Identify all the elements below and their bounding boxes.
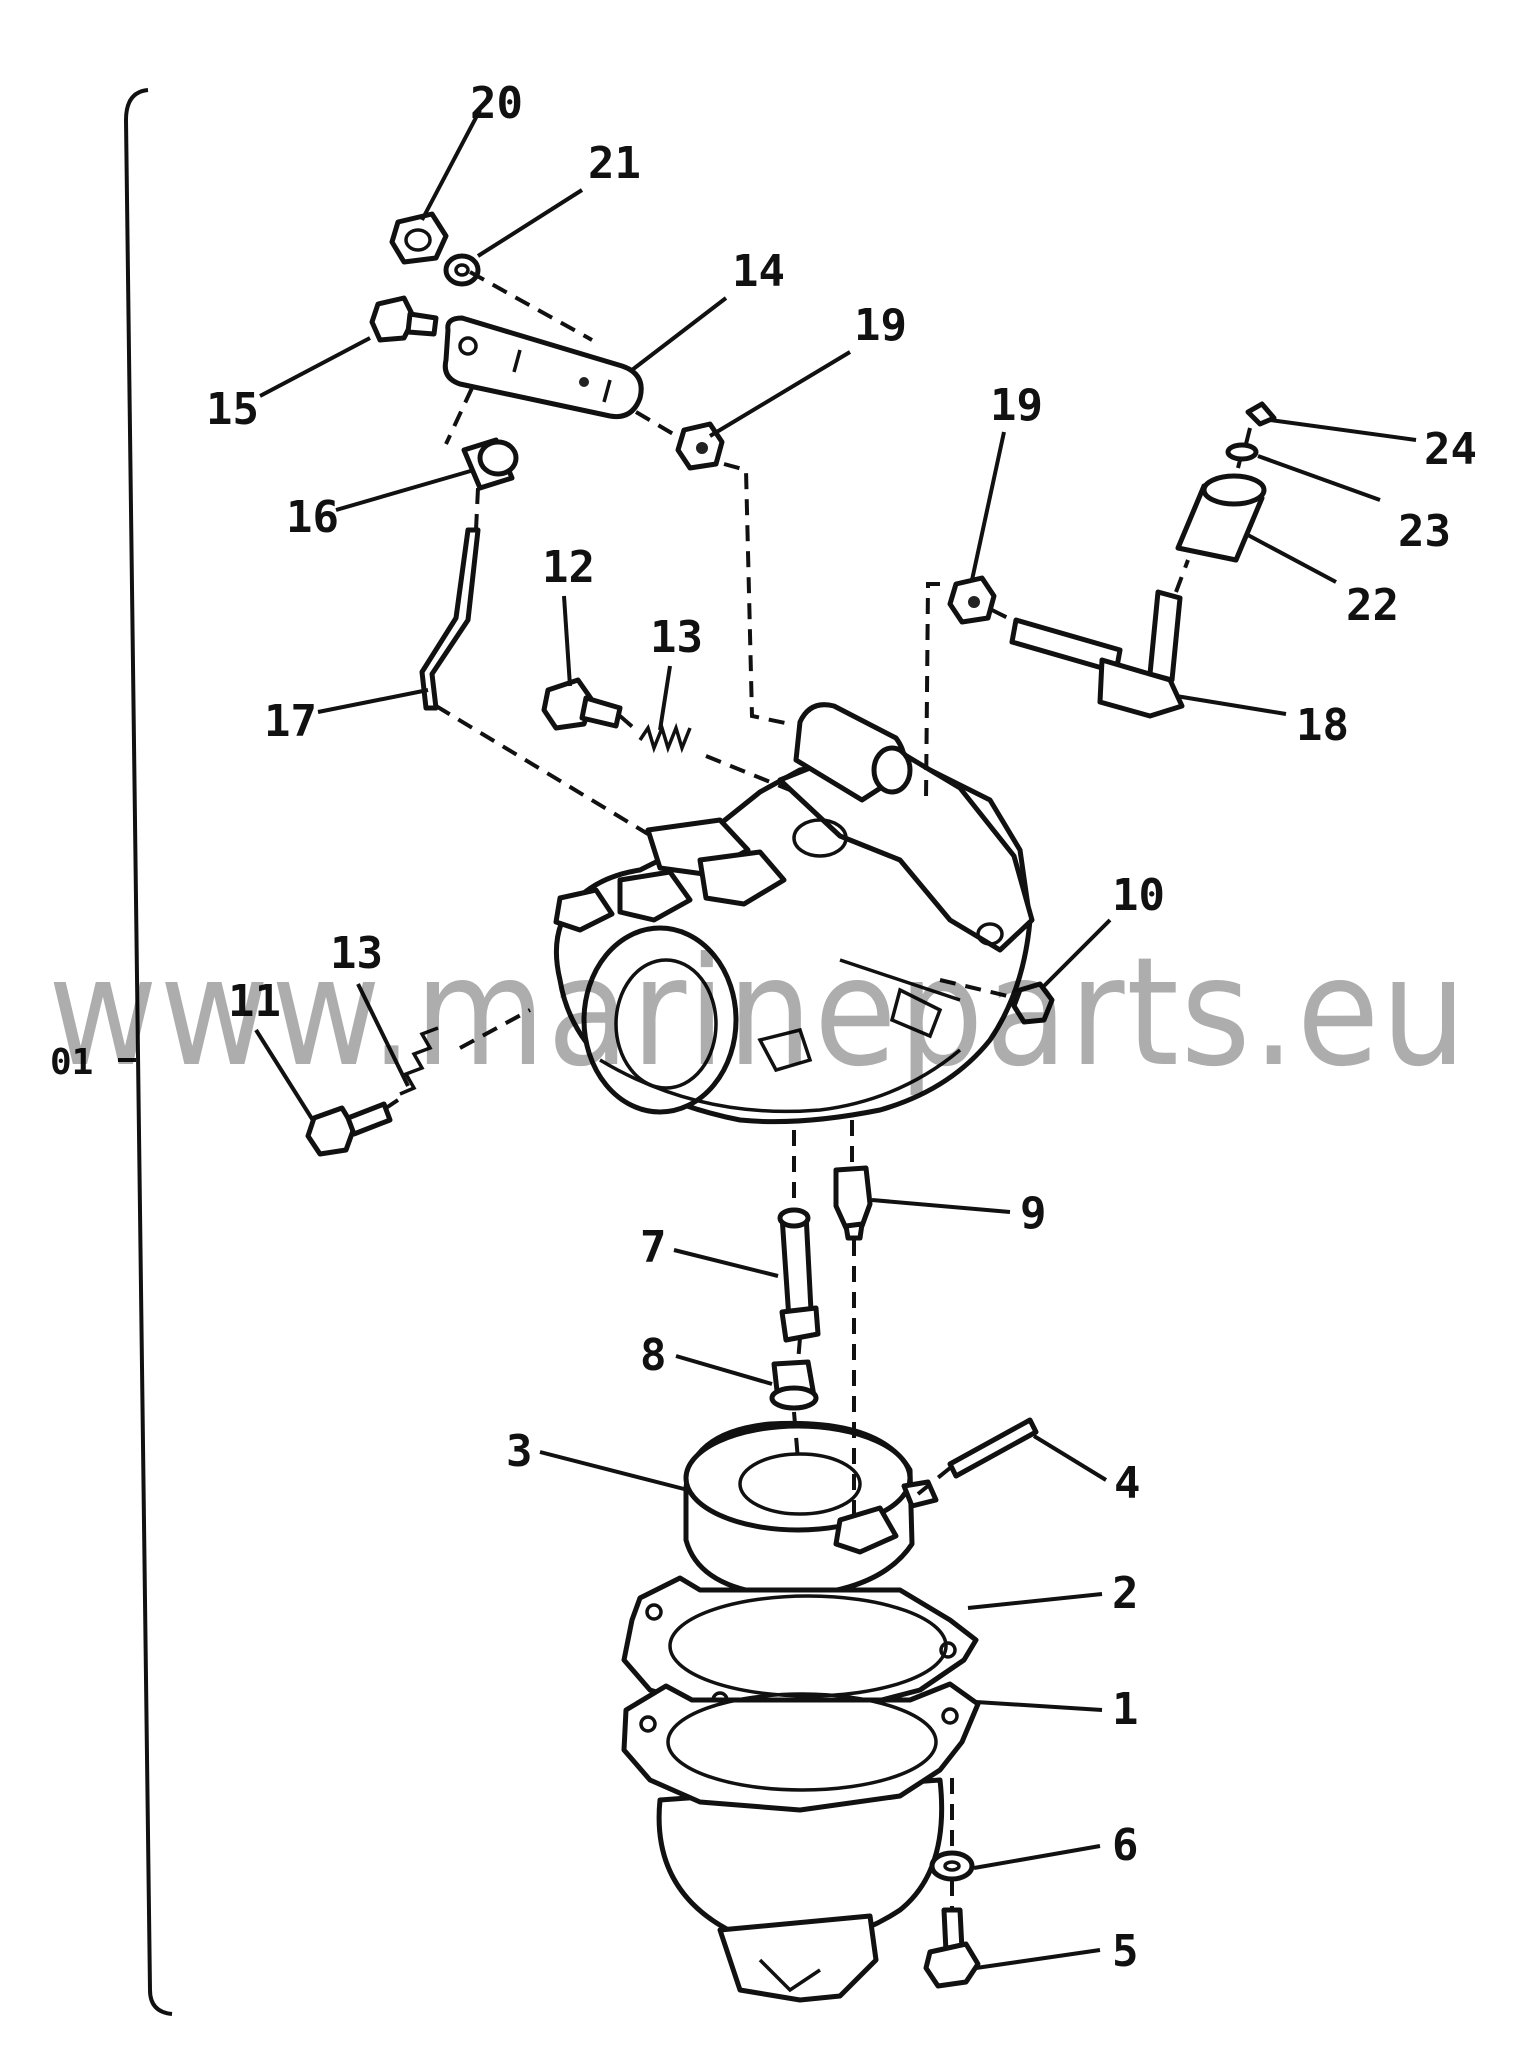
- callout-1: 1: [1112, 1684, 1139, 1735]
- part-5-screw: [923, 1907, 981, 1989]
- part-1-float-chamber: [621, 1681, 981, 2003]
- callout-13b: 13: [330, 928, 383, 979]
- callout-3: 3: [506, 1426, 533, 1477]
- callout-15: 15: [206, 384, 259, 435]
- callout-12: 12: [542, 542, 595, 593]
- part-23-washer: [1225, 442, 1259, 462]
- part-17-rod: [419, 527, 481, 711]
- part-19-clip-b: [947, 575, 997, 625]
- callout-20: 20: [470, 78, 523, 129]
- leader-lines: [254, 109, 1417, 1970]
- callout-10: 10: [1112, 870, 1165, 921]
- part-6-washer: [929, 1850, 975, 1882]
- callout-5: 5: [1112, 1926, 1139, 1977]
- callout-7: 7: [640, 1222, 667, 1273]
- callout-2: 2: [1112, 1568, 1139, 1619]
- watermark: www.marineparts.eu: [48, 926, 1468, 1100]
- part-16-bushing: [461, 437, 519, 491]
- callout-19a: 19: [854, 300, 907, 351]
- part-4-pin: [947, 1417, 1039, 1479]
- part-24-clip: [1245, 401, 1277, 427]
- callout-22: 22: [1346, 580, 1399, 631]
- part-12-screw: [541, 677, 623, 731]
- callout-6: 6: [1112, 1820, 1139, 1871]
- callout-9: 9: [1020, 1188, 1047, 1239]
- part-13-spring-a: [638, 722, 692, 754]
- assembly-bracket: [123, 88, 173, 2016]
- part-22-sleeve: [1175, 473, 1267, 563]
- part-14-link: [442, 315, 644, 420]
- assembly-label: 01: [50, 1042, 93, 1083]
- callout-11: 11: [228, 976, 281, 1027]
- callout-24: 24: [1424, 424, 1477, 475]
- assembly-lines: [384, 270, 1252, 1908]
- part-18-lever: [1009, 589, 1185, 719]
- callout-16: 16: [286, 492, 339, 543]
- callout-8: 8: [640, 1330, 667, 1381]
- callout-18: 18: [1296, 700, 1349, 751]
- callout-13a: 13: [650, 612, 703, 663]
- part-10-screw: [1011, 981, 1055, 1025]
- part-13-spring-b: [399, 1026, 439, 1096]
- part-carburetor-body: [553, 702, 1035, 1125]
- part-15-bolt: [369, 295, 439, 343]
- part-9-needle-valve: [833, 1165, 873, 1241]
- part-21-washer: [443, 253, 481, 287]
- part-7-nozzle: [777, 1207, 821, 1343]
- callout-17: 17: [264, 696, 317, 747]
- callout-19b: 19: [990, 380, 1043, 431]
- part-3-float: [683, 1420, 939, 1599]
- callout-numbers: 20 21 14 15 19 19 24 23 16 22 12 13 17 1…: [206, 78, 1477, 1977]
- part-2-gasket: [621, 1575, 979, 1719]
- part-20-nut: [389, 211, 449, 265]
- callout-23: 23: [1398, 506, 1451, 557]
- part-8-main-jet: [769, 1359, 819, 1411]
- part-11-screw: [305, 1101, 393, 1157]
- callout-21: 21: [588, 138, 641, 189]
- callout-14: 14: [732, 246, 785, 297]
- callout-4: 4: [1114, 1458, 1141, 1509]
